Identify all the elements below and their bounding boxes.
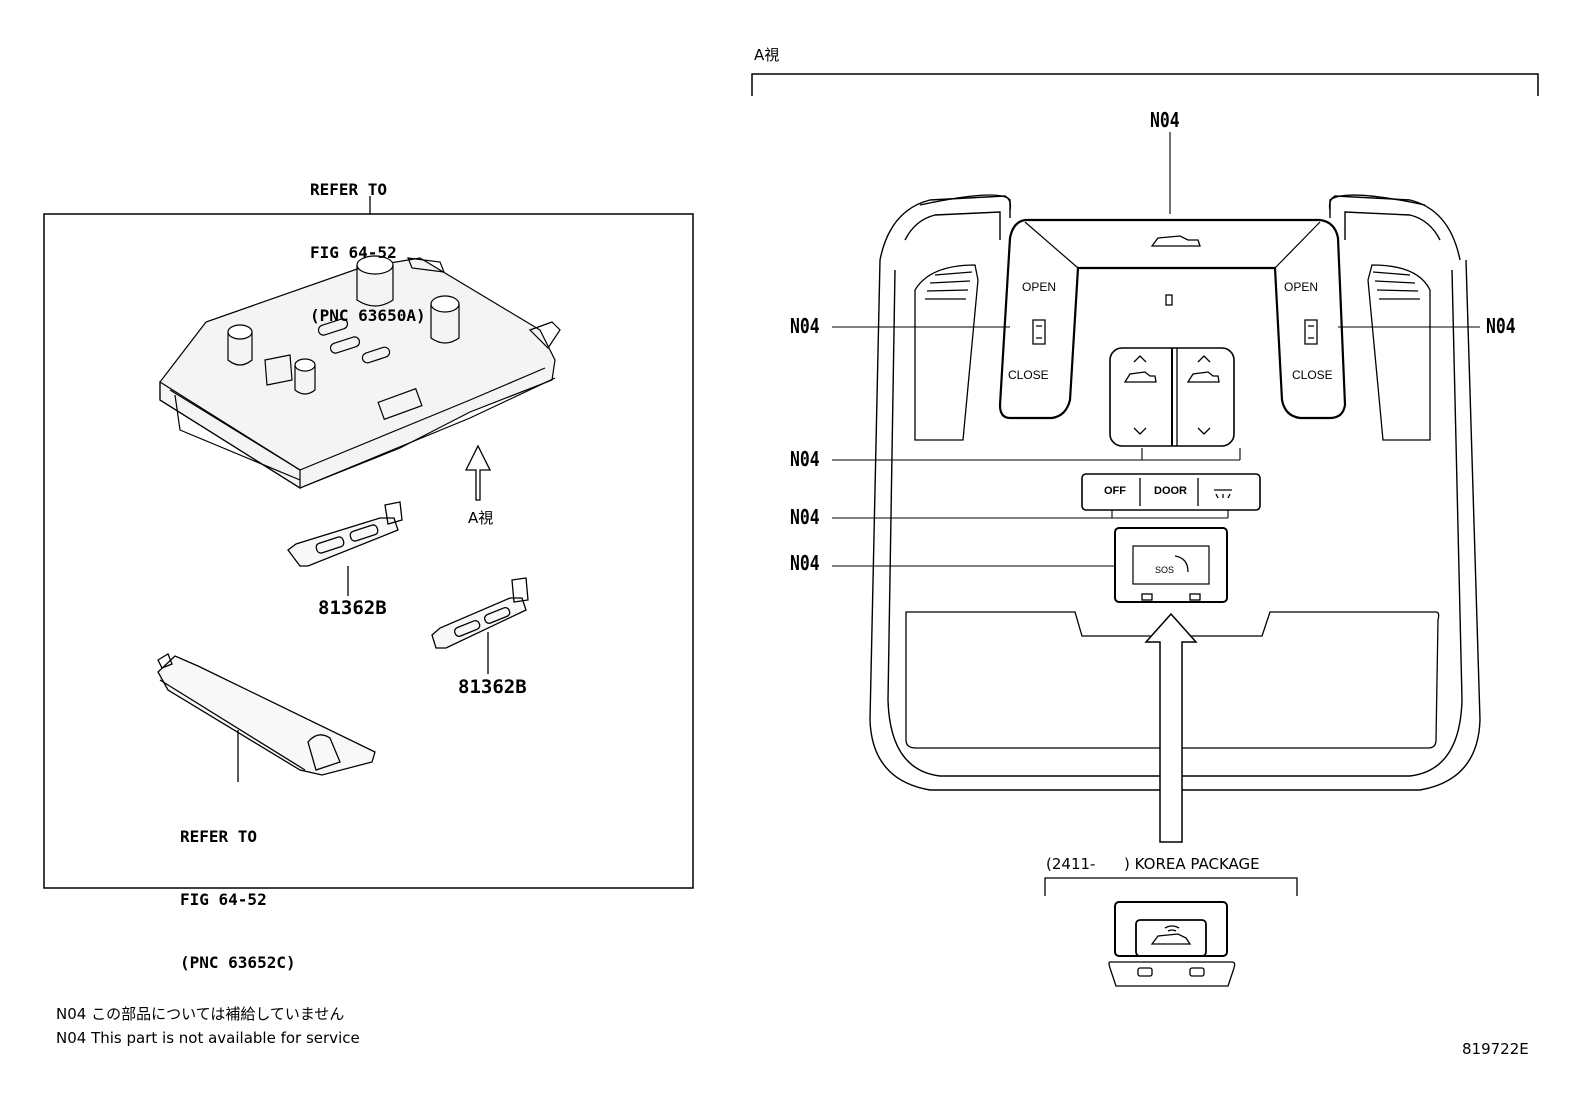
- refer-top-label: REFER TO FIG 64-52 (PNC 63650A): [310, 137, 426, 347]
- callout-n04-left-4: N04: [790, 551, 820, 575]
- lamp-switch-door: DOOR: [1154, 485, 1187, 497]
- refer-bottom-line1: REFER TO: [180, 827, 258, 846]
- left-panel-frame: [43, 213, 694, 889]
- side-vent-right: [1367, 264, 1431, 441]
- lamp-switch-body: [1081, 473, 1261, 511]
- left-switch-open: OPEN: [1022, 280, 1057, 294]
- clip-upper-drawing: [287, 501, 403, 596]
- note-japanese: N04 この部品については補給していません: [56, 1005, 345, 1023]
- refer-top-line3: (PNC 63650A): [310, 306, 426, 325]
- refer-bottom-line3: (PNC 63652C): [180, 953, 296, 972]
- callout-leaders: [832, 132, 1480, 567]
- view-title: A視: [754, 46, 780, 64]
- refer-bottom-line2: FIG 64-52: [180, 890, 267, 909]
- part-number-upper: 81362B: [318, 597, 387, 619]
- lens-cover-drawing: [157, 653, 376, 782]
- callout-n04-right: N04: [1486, 314, 1516, 338]
- korea-package-unit: [1108, 901, 1236, 987]
- note-english: N04 This part is not available for servi…: [56, 1029, 360, 1047]
- side-vent-left: [914, 264, 979, 441]
- right-switch-open: OPEN: [1284, 280, 1319, 294]
- callout-n04-top: N04: [1150, 108, 1180, 132]
- refer-top-line1: REFER TO: [310, 180, 388, 199]
- callout-n04-left-3: N04: [790, 505, 820, 529]
- view-arrow-label: A視: [468, 509, 494, 527]
- callout-n04-left-1: N04: [790, 314, 820, 338]
- sunroof-rocker: [1109, 347, 1235, 447]
- car-icon-top: [1150, 235, 1201, 247]
- left-switch-close: CLOSE: [1008, 368, 1049, 382]
- sos-unit-body: [1114, 527, 1228, 603]
- lamp-switch-off: OFF: [1104, 485, 1126, 497]
- sos-label: SOS: [1155, 565, 1175, 575]
- refer-bottom-label: REFER TO FIG 64-52 (PNC 63652C): [180, 784, 296, 994]
- clip-lower-drawing: [431, 577, 529, 674]
- callout-n04-left-2: N04: [790, 447, 820, 471]
- figure-number: 819722E: [1462, 1040, 1529, 1058]
- part-number-lower: 81362B: [458, 676, 527, 698]
- korea-package-arrow: [1144, 612, 1198, 843]
- console-housing-drawing: [159, 255, 561, 490]
- view-arrow: [464, 444, 492, 501]
- right-switch-close: CLOSE: [1292, 368, 1333, 382]
- korea-package-label: (2411- ) KOREA PACKAGE: [1046, 855, 1260, 873]
- refer-top-line2: FIG 64-52: [310, 243, 397, 262]
- lower-tray: [905, 611, 1440, 749]
- view-bracket: [751, 73, 1539, 96]
